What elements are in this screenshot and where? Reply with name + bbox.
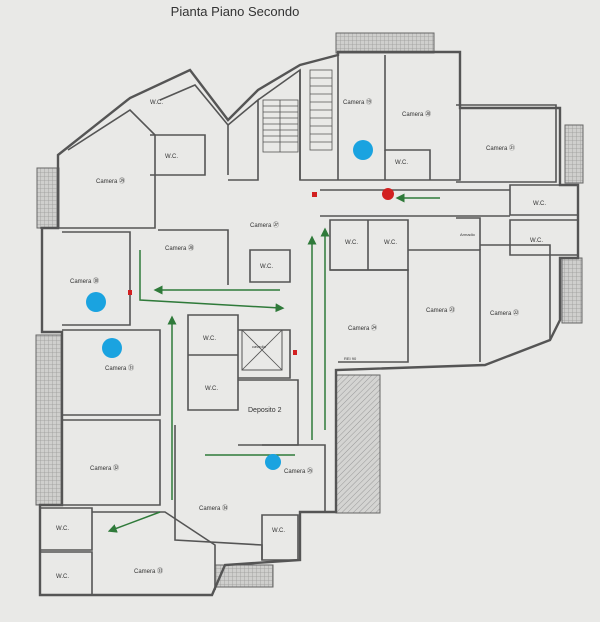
room-label-22: Camera ㉒ xyxy=(490,309,519,317)
water-marker-19 xyxy=(353,140,373,160)
wc-label: W.C. xyxy=(533,201,546,207)
extinguisher-1 xyxy=(312,192,317,197)
room-label-21: Camera ㉑ xyxy=(486,144,515,152)
plan-title: Pianta Piano Secondo xyxy=(170,4,300,19)
wc-label: W.C. xyxy=(345,240,358,246)
cavedio-label: cavedio xyxy=(252,344,267,349)
wc-labels: W.C. W.C. W.C. W.C. W.C. W.C. W.C. W.C. … xyxy=(56,100,546,580)
terrace-hatched xyxy=(335,374,381,514)
balconies xyxy=(35,32,584,588)
deposito-label: Deposito 2 xyxy=(248,407,282,414)
room-label-30: Camera ㉚ xyxy=(70,277,99,285)
staircase xyxy=(262,69,333,153)
balcony-left-upper xyxy=(36,167,60,229)
balcony-right-upper xyxy=(564,124,584,184)
wc-label: W.C. xyxy=(530,238,543,244)
inner-walls xyxy=(40,55,579,594)
balcony-top xyxy=(335,32,435,54)
wc-label: W.C. xyxy=(205,386,218,392)
room-label-24: Camera ㉔ xyxy=(348,324,377,332)
room-label-19: Camera ⑲ xyxy=(343,98,372,106)
wc-label: W.C. xyxy=(150,100,163,106)
room-label-23: Camera ㉓ xyxy=(426,306,455,314)
wc-label: W.C. xyxy=(165,154,178,160)
wc-label: W.C. xyxy=(384,240,397,246)
wc-label: W.C. xyxy=(56,526,69,532)
room-label-33: Camera ㉝ xyxy=(134,567,163,575)
room-label-27: Camera ㉗ xyxy=(250,221,279,229)
room-label-28: Camera ㉘ xyxy=(165,244,194,252)
water-marker-25 xyxy=(265,454,281,470)
room-label-32: Camera ㉜ xyxy=(90,464,119,472)
wc-label: W.C. xyxy=(56,574,69,580)
balcony-left xyxy=(35,334,63,506)
wc-label: W.C. xyxy=(203,336,216,342)
extinguisher-2 xyxy=(128,290,132,295)
outer-walls xyxy=(38,50,580,597)
room-label-20: Camera ⑳ xyxy=(402,110,431,118)
room-label-25: Camera ㉕ xyxy=(284,467,313,475)
escape-routes xyxy=(107,193,440,533)
you-are-here-marker xyxy=(382,188,394,200)
rei-label: REI 90 xyxy=(344,356,357,361)
markers xyxy=(86,140,394,470)
wc-label: W.C. xyxy=(395,160,408,166)
water-marker-31 xyxy=(102,338,122,358)
extinguisher-3 xyxy=(293,350,297,355)
room-labels: Camera ⑲ Camera ⑳ Camera ㉑ Camera ㉒ Came… xyxy=(70,98,519,575)
room-label-31: Camera ㉛ xyxy=(105,364,134,372)
wc-label: W.C. xyxy=(272,528,285,534)
armadio-label: Armadio xyxy=(460,232,476,237)
room-label-29: Camera ㉙ xyxy=(96,177,125,185)
balcony-right-lower xyxy=(561,257,583,324)
cavedio-shaft xyxy=(241,329,283,371)
water-marker-30 xyxy=(86,292,106,312)
wc-label: W.C. xyxy=(260,264,273,270)
room-label-34: Camera ㉞ xyxy=(199,504,228,512)
